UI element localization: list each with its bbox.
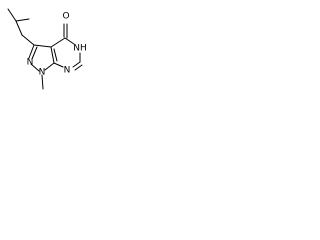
bond-n1-methyl <box>41 74 44 90</box>
bond-n1-c7a <box>44 62 55 71</box>
bond-n7-c7a <box>53 62 64 68</box>
bond-c3-n2-double-b <box>31 46 38 60</box>
atom-n1-label: N <box>39 68 46 78</box>
atom-n2-label: N <box>27 58 34 68</box>
bond-c7a-c3a <box>50 46 55 64</box>
bond-c3-n2-double-a <box>28 44 35 59</box>
bond-c6-n7-b <box>74 64 83 71</box>
bond-ch2-c3 <box>21 34 35 46</box>
molecule-structure: O NH N N N <box>7 8 87 90</box>
bond-c6-n7-a <box>72 61 81 68</box>
bond-c3a-c3 <box>33 44 52 48</box>
bond-c7a-inner <box>53 48 58 62</box>
atom-nh-label: NH <box>73 44 87 54</box>
atom-labels: O NH N N N <box>27 12 87 78</box>
atom-o-label: O <box>62 12 69 22</box>
atom-n7-label: N <box>64 66 71 76</box>
bond-isobutyl-ch3-a <box>7 8 17 22</box>
bonds <box>7 8 83 90</box>
bond-isobutyl-ch-ch2 <box>15 20 23 36</box>
bond-c3a-c4 <box>50 37 66 48</box>
bond-n2-n1 <box>30 63 40 72</box>
bond-isobutyl-ch3-b <box>15 18 30 22</box>
bond-c4-nh <box>64 37 75 45</box>
